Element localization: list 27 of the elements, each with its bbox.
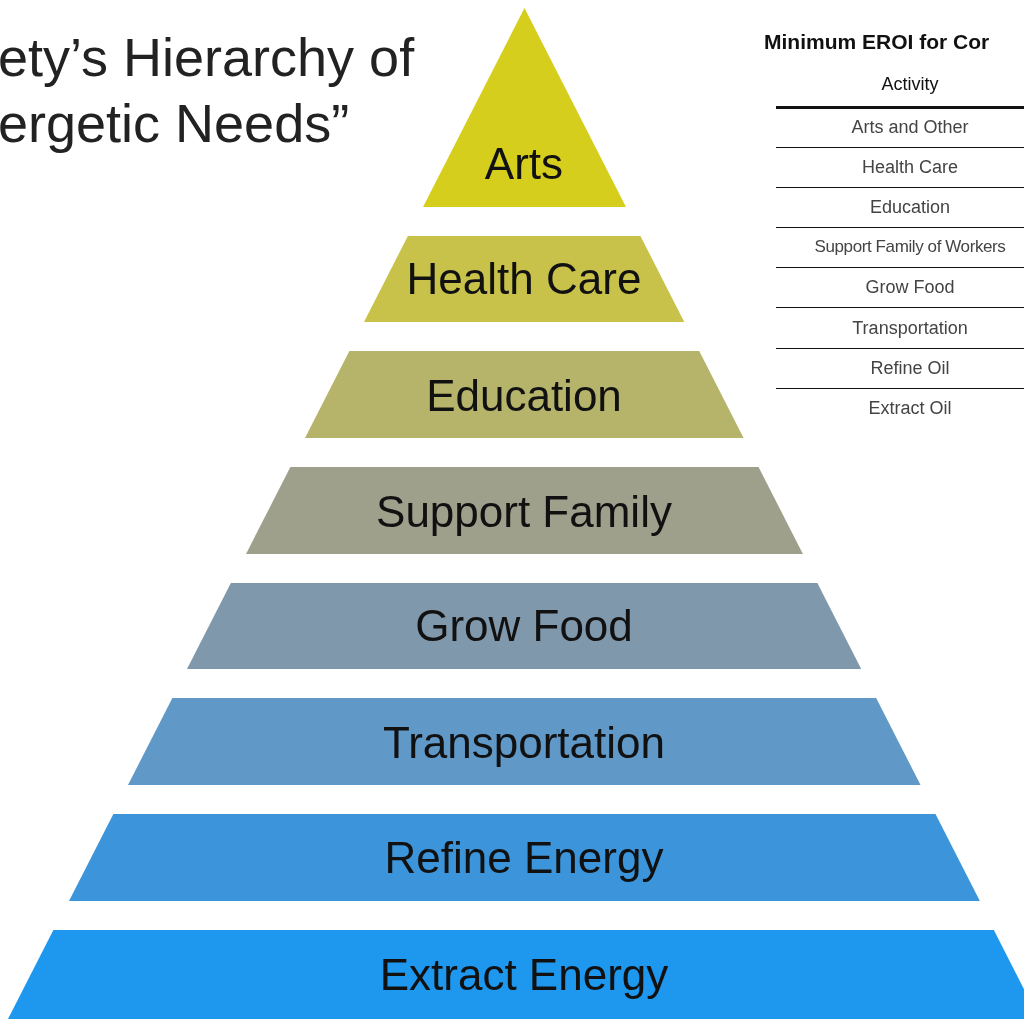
table-title: Minimum EROI for Cor [764, 30, 990, 54]
table-cell-text: Support Family of Workers [813, 237, 1007, 258]
column-header: Activity [880, 74, 940, 95]
pyramid-tier [422, 8, 626, 207]
pyramid-tier [8, 930, 1024, 1019]
pyramid-tier [304, 351, 744, 438]
title: ety’s Hierarchy of ergetic Needs” [0, 26, 416, 155]
table-cell-text: Health Care [860, 157, 959, 179]
tier-label: Grow Food [414, 601, 634, 651]
tier-label: Refine Energy [383, 833, 665, 883]
table-cell-text: Education [868, 197, 952, 219]
tier-label: Arts [483, 139, 565, 189]
table-cell-text: Grow Food [864, 277, 956, 299]
pyramid-tier [363, 236, 685, 322]
tier-label: Health Care [405, 254, 643, 304]
table-cell-text: Arts and Other [850, 117, 970, 138]
tier-label: Transportation [381, 718, 666, 768]
table-cell-text: Refine Oil [869, 357, 951, 379]
pyramid-tier [68, 814, 980, 901]
pyramid-tier [245, 467, 803, 554]
tier-label: Extract Energy [378, 950, 670, 1000]
tier-label: Education [425, 371, 623, 421]
table-cell-text: Extract Oil [867, 397, 953, 419]
pyramid-tier [127, 698, 921, 785]
pyramid-tier [186, 583, 862, 669]
table-cell-text: Transportation [851, 317, 969, 339]
tier-label: Support Family [375, 487, 673, 537]
